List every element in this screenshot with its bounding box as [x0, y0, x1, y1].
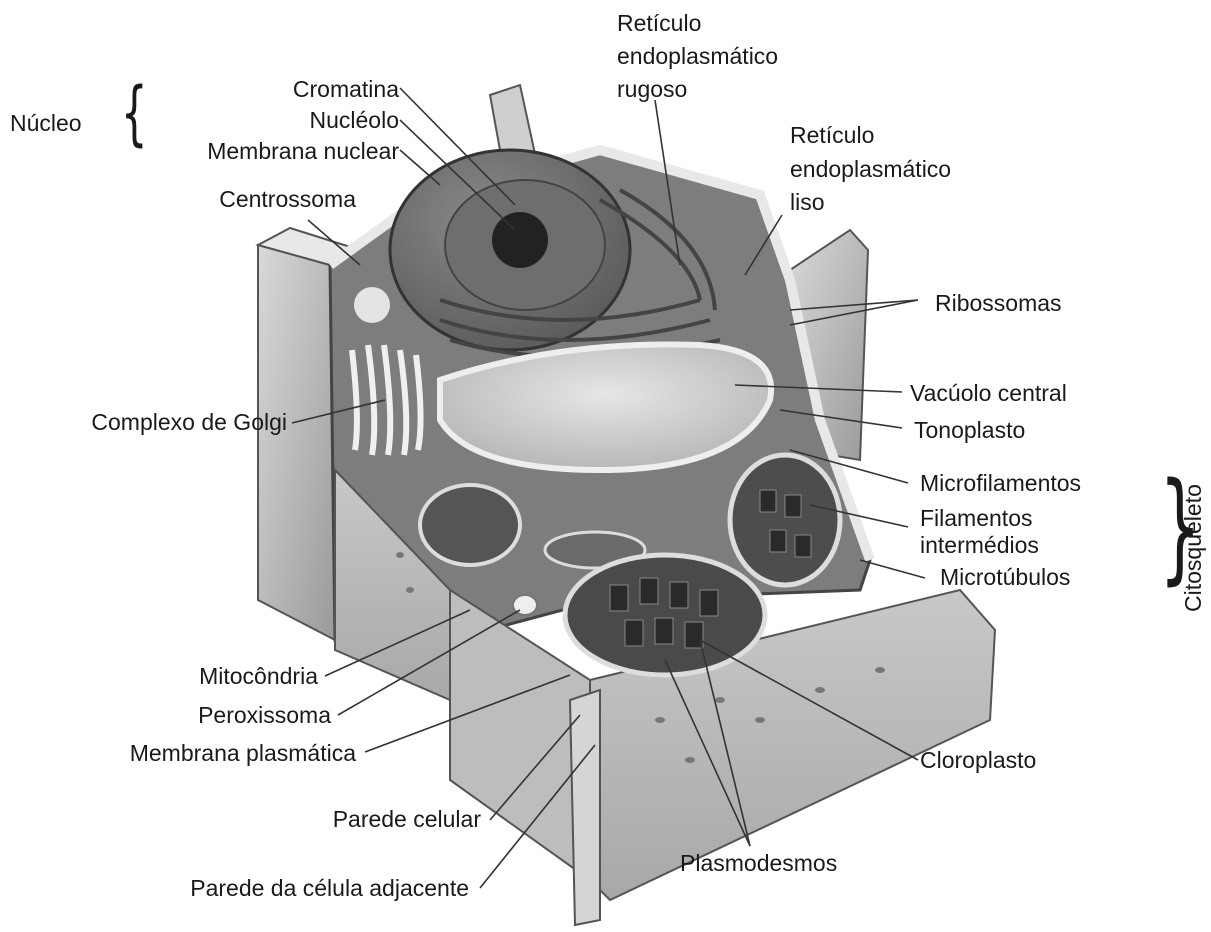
label-reticulo-liso-3: liso [790, 189, 825, 216]
label-nucleolo: Nucléolo [310, 107, 400, 134]
label-parede-celular: Parede celular [333, 806, 481, 833]
label-microfilamentos: Microfilamentos [920, 470, 1081, 497]
label-reticulo-rugoso-3: rugoso [617, 76, 687, 103]
label-membrana-nuclear: Membrana nuclear [207, 138, 399, 165]
label-complexo-golgi: Complexo de Golgi [91, 409, 287, 436]
label-centrossoma: Centrossoma [219, 186, 356, 213]
label-microtubulos: Microtúbulos [940, 564, 1070, 591]
label-membrana-plasmatica: Membrana plasmática [130, 740, 356, 767]
label-vacuolo-central: Vacúolo central [910, 380, 1067, 407]
label-reticulo-rugoso-2: endoplasmático [617, 43, 778, 70]
label-filamentos-intermedios-2: intermédios [920, 532, 1039, 559]
label-citosqueleto: Citosqueleto [1180, 484, 1207, 612]
label-filamentos-intermedios-1: Filamentos [920, 505, 1032, 532]
label-reticulo-liso-1: Retículo [790, 122, 874, 149]
centrosome-shape [354, 287, 390, 323]
label-plasmodesmos: Plasmodesmos [680, 850, 837, 877]
label-parede-adjacente: Parede da célula adjacente [190, 875, 469, 902]
vacuole-shape [440, 344, 771, 470]
label-cromatina: Cromatina [293, 76, 399, 103]
label-nucleo: Núcleo [10, 110, 82, 137]
label-mitocondria: Mitocôndria [199, 663, 318, 690]
label-cloroplasto: Cloroplasto [920, 747, 1036, 774]
label-ribossomas: Ribossomas [935, 290, 1062, 317]
label-reticulo-rugoso-1: Retículo [617, 10, 701, 37]
label-reticulo-liso-2: endoplasmático [790, 156, 951, 183]
label-peroxissoma: Peroxissoma [198, 702, 331, 729]
label-tonoplasto: Tonoplasto [914, 417, 1025, 444]
nucleo-brace: { [121, 78, 148, 148]
